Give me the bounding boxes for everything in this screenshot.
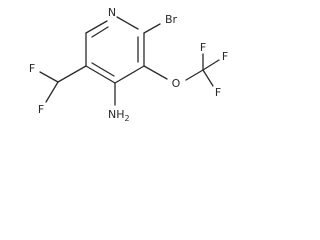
bond-c4-c5-inner	[91, 62, 115, 77]
bond-c3-c4	[114, 65, 145, 84]
bond-cf3-f-bottom	[202, 69, 214, 87]
bond-chf2-f-bottom	[45, 81, 59, 103]
atom-label-chf2-fluorine-top: F	[29, 62, 35, 75]
atom-labels: N Br O F F F F F NH2	[29, 6, 228, 123]
amino-subscript: 2	[125, 114, 130, 123]
atom-label-cf3-fluorine-bottom: F	[215, 86, 221, 99]
bond-c6-n1	[85, 20, 108, 34]
atom-label-cf3-fluorine-right: F	[222, 50, 228, 63]
bond-cf3-f-right	[202, 59, 220, 71]
bond-c3-o	[143, 65, 168, 80]
bond-o-cf3	[185, 69, 204, 81]
atom-label-bromine: Br	[165, 13, 178, 26]
bond-n1-c2	[116, 16, 139, 30]
atom-label-nitrogen: N	[108, 6, 116, 19]
bond-c2-br	[143, 23, 161, 34]
bond-c4-c5	[85, 65, 116, 84]
substituent-bonds	[39, 23, 220, 106]
atom-label-oxygen: O	[172, 77, 181, 90]
bond-c5-chf2	[57, 65, 87, 83]
atom-label-chf2-fluorine-bottom: F	[38, 103, 44, 116]
chemical-structure-diagram: N Br O F F F F F NH2	[29, 6, 228, 123]
amino-nh: NH	[108, 108, 125, 121]
atom-label-cf3-fluorine-top: F	[200, 41, 206, 54]
bond-chf2-f-top	[39, 71, 59, 83]
atom-label-amino: NH2	[108, 108, 130, 123]
bond-c6-n1-inner	[91, 26, 109, 38]
pyridine-ring	[85, 16, 145, 84]
